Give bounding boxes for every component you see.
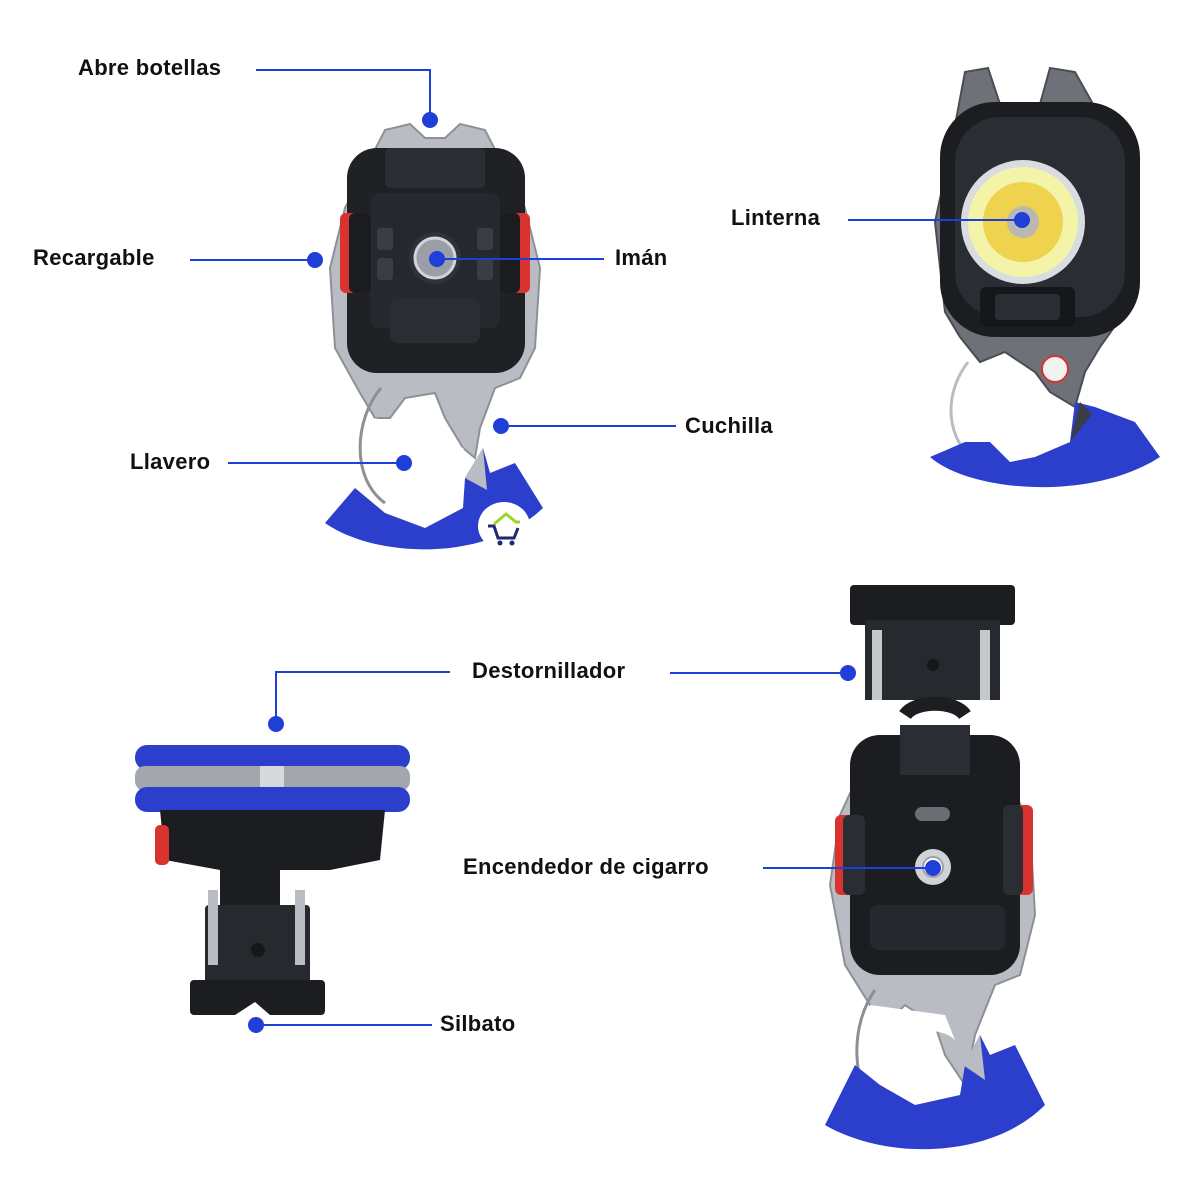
product-side-view xyxy=(135,745,410,1015)
callout-line-keychain xyxy=(228,462,404,464)
callout-dot-screwdriver-left xyxy=(268,716,284,732)
callout-line-screwdriver-right xyxy=(670,672,848,674)
callout-label-magnet: Imán xyxy=(615,245,668,270)
callout-label-blade: Cuchilla xyxy=(685,413,773,438)
callout-line-whistle xyxy=(256,1024,432,1026)
callout-label-flashlight: Linterna xyxy=(731,205,821,230)
callout-label-rechargeable: Recargable xyxy=(33,245,155,270)
callout-line-screwdriver-left xyxy=(275,671,450,673)
callout-label-whistle: Silbato xyxy=(440,1011,516,1036)
callout-label-keychain: Llavero xyxy=(130,449,211,474)
product-open-view xyxy=(825,585,1045,1150)
watermark-badge xyxy=(478,502,530,550)
callout-line-flashlight xyxy=(848,219,1022,221)
callout-line-bottle-opener-vertical xyxy=(429,69,431,119)
callout-dot-rechargeable xyxy=(307,252,323,268)
callout-dot-screwdriver-right xyxy=(840,665,856,681)
callout-dot-cigarette-lighter xyxy=(925,860,941,876)
product-flashlight-view xyxy=(930,66,1160,488)
callout-line-blade xyxy=(501,425,676,427)
callout-label-bottle-opener: Abre botellas xyxy=(78,55,222,80)
callout-dot-flashlight xyxy=(1014,212,1030,228)
shopping-cart-house-icon xyxy=(488,512,520,546)
callout-line-cigarette-lighter xyxy=(763,867,933,869)
callout-line-magnet xyxy=(437,258,604,260)
callout-line-screwdriver-left-vertical xyxy=(275,671,277,721)
callout-dot-bottle-opener xyxy=(422,112,438,128)
callout-line-rechargeable xyxy=(190,259,315,261)
callout-line-bottle-opener xyxy=(256,69,431,71)
callout-label-screwdriver: Destornillador xyxy=(472,658,626,683)
callout-dot-keychain xyxy=(396,455,412,471)
product-back-view xyxy=(325,122,543,550)
callout-label-cigarette-lighter: Encendedor de cigarro xyxy=(463,854,709,879)
